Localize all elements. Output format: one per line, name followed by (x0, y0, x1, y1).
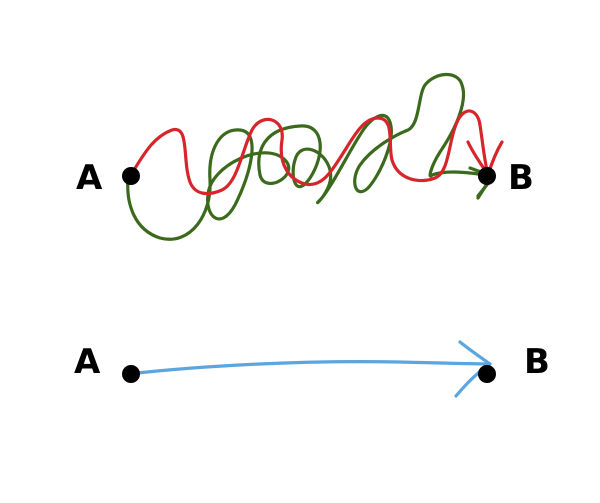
point-a-label-top: A (76, 158, 103, 198)
blue-direct-path (126, 360, 492, 376)
green-looping-path (126, 72, 496, 241)
point-a-label-bottom: A (74, 342, 101, 382)
point-b-dot-top (478, 167, 496, 185)
point-b-label-bottom: B (524, 342, 550, 382)
point-b-dot-bottom (478, 365, 496, 383)
top-diagram: A B (76, 72, 534, 241)
point-a-dot-top (122, 167, 140, 185)
blue-arrowhead (454, 340, 492, 398)
point-a-dot-bottom (122, 365, 140, 383)
bottom-diagram: A B (74, 340, 550, 398)
point-b-label-top: B (508, 158, 534, 198)
red-wavy-path (128, 109, 490, 196)
